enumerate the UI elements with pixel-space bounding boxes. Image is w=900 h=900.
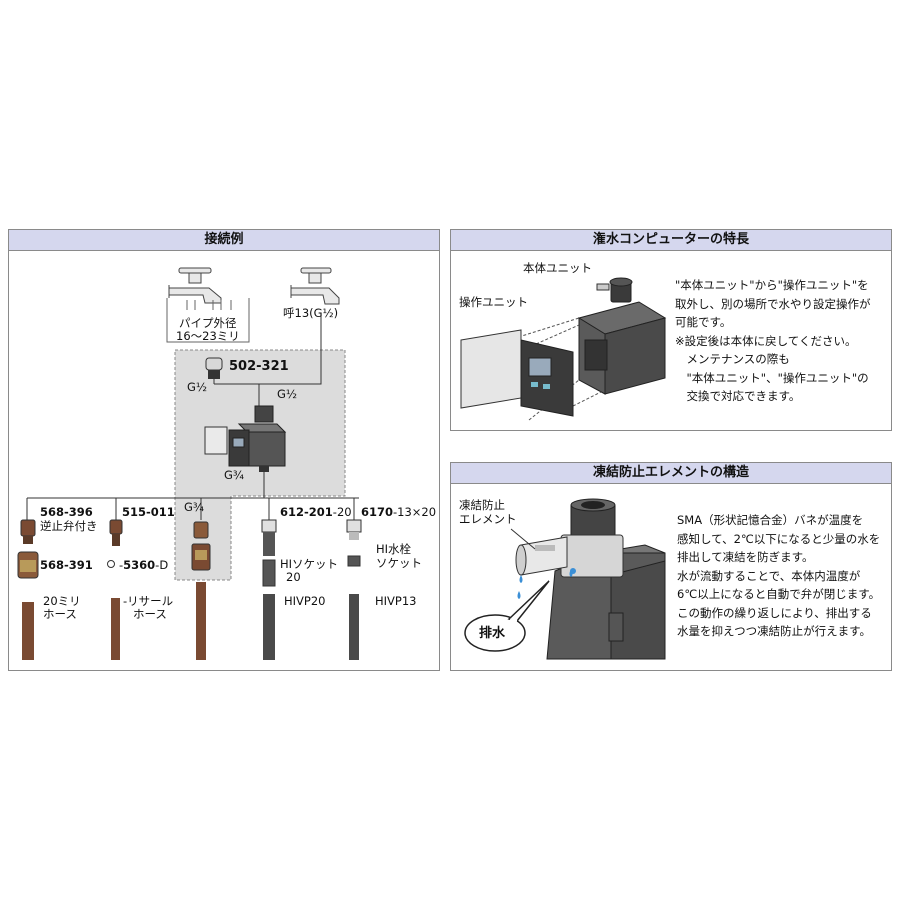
op-unit-shape (460, 329, 574, 417)
recycle-label-1: -リサール (123, 594, 174, 608)
features-panel: 潅水コンピューターの特長 本体ユニット 操作ユニット "本体ユニット"から"操作… (450, 229, 892, 431)
connection-panel: 接続例 (8, 229, 440, 671)
hi-tap-label-1: HI水栓 (376, 542, 412, 556)
pipe-od-label: パイプ外径 (179, 316, 237, 330)
part-515-011: 515-011 (122, 505, 175, 519)
controller-device-shape (204, 405, 287, 472)
hi-socket-label-1: HIソケット (280, 557, 339, 571)
antifreeze-illustration (464, 498, 666, 660)
part-502-321: 502-321 (229, 359, 289, 374)
fitting-6170-shape (346, 519, 362, 540)
faucet-right (290, 267, 340, 305)
g-three-quarter-1: G¾ (224, 468, 245, 482)
features-title: 潅水コンピューターの特長 (451, 230, 891, 251)
faucet-right-label: 呼13(G½) (283, 306, 339, 320)
pipe-hivp13-shape (349, 594, 359, 660)
features-description: "本体ユニット"から"操作ユニット"を 取外し、別の場所で水やり設定操作が 可能… (675, 278, 871, 403)
hi-socket-label-2: 20 (286, 570, 301, 584)
antifreeze-panel: 凍結防止エレメントの構造 凍結防止 エレメント 排水 SMA（形状記憶合 (450, 462, 892, 671)
drain-bubble (464, 580, 550, 652)
drain-label: 排水 (479, 626, 506, 641)
main-unit-label: 本体ユニット (523, 261, 592, 275)
hose20-label-2: ホース (43, 607, 77, 621)
antifreeze-title: 凍結防止エレメントの構造 (451, 463, 891, 484)
connection-title: 接続例 (9, 230, 439, 251)
g-three-quarter-2: G¾ (184, 500, 205, 514)
hose-20mm-shape (22, 602, 34, 660)
hose20-label-1: 20ミリ (43, 594, 81, 608)
part-568-391: 568-391 (40, 558, 93, 572)
g-half-right: G½ (277, 387, 298, 401)
hivp20-label: HIVP20 (284, 594, 326, 608)
element-label-2: エレメント (459, 512, 517, 526)
fitting-568-396-shape (20, 519, 36, 544)
connection-diagram (17, 267, 362, 660)
part-612-201-20: 612-201-20 (280, 505, 352, 519)
faucet-left (168, 267, 222, 304)
part-5360-d: -5360-D (119, 558, 169, 572)
check-valve-label: 逆止弁付き (40, 519, 98, 533)
fitting-612-201-shape (261, 519, 277, 556)
fitting-515-011-shape (109, 519, 123, 546)
recycle-label-2: ホース (133, 607, 167, 621)
element-label-1: 凍結防止 (459, 498, 505, 512)
hose-recycle-shape (111, 598, 120, 660)
fitting-568-391-shape (17, 551, 39, 579)
pipe-hivp20-shape (263, 594, 275, 660)
g-half-left: G½ (187, 380, 208, 394)
op-unit-label: 操作ユニット (459, 295, 528, 309)
part-6170: 6170-13×20 (361, 505, 437, 519)
hivp13-label: HIVP13 (375, 594, 417, 608)
fitting-g34-shape (191, 521, 211, 571)
adapter-502-321-shape (205, 357, 223, 379)
pipe-od-range: 16～23ミリ (176, 329, 240, 343)
main-unit-shape (577, 277, 667, 395)
antifreeze-description: SMA（形状記憶合金）バネが温度を 感知して、2℃以下になると少量の水を 排出し… (677, 513, 881, 638)
part-568-396: 568-396 (40, 505, 93, 519)
features-illustration (460, 277, 667, 421)
hi-tap-label-2: ソケット (376, 556, 422, 570)
